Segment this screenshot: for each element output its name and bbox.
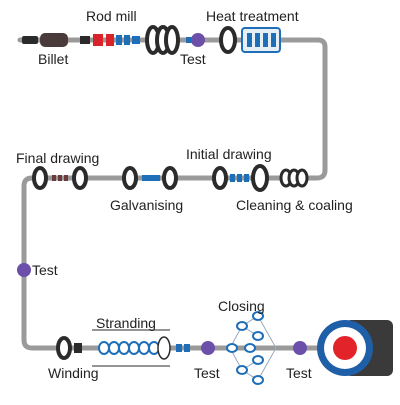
label-heat-treatment: Heat treatment — [206, 8, 299, 24]
label-galvanising: Galvanising — [110, 197, 184, 213]
stranding-icon — [92, 329, 190, 367]
winding-icon — [56, 336, 82, 360]
cleaning-coating-icon — [279, 168, 309, 188]
label-closing: Closing — [218, 298, 265, 314]
billet-shape — [22, 33, 68, 47]
test-node-4 — [293, 341, 307, 355]
label-test-3: Test — [194, 365, 220, 381]
label-test-2: Test — [32, 262, 58, 278]
closing-icon — [226, 311, 277, 385]
label-rod-mill: Rod mill — [86, 8, 137, 24]
label-initial-drawing: Initial drawing — [186, 146, 272, 162]
test-node-3 — [201, 341, 215, 355]
label-stranding: Stranding — [96, 315, 156, 331]
final-drawing-icon — [32, 166, 88, 190]
initial-drawing-icon — [212, 164, 269, 192]
label-test-1: Test — [180, 51, 206, 67]
label-winding: Winding — [48, 365, 99, 381]
label-final-drawing: Final drawing — [16, 150, 100, 166]
label-billet: Billet — [38, 51, 69, 67]
rod-mill-icon — [80, 25, 180, 55]
heat-treatment-icon — [219, 26, 281, 54]
galvanising-icon — [122, 166, 178, 190]
finished-rope-spool-icon — [317, 320, 393, 376]
process-pipe — [17, 37, 328, 351]
label-cleaning-coating: Cleaning & coaling — [236, 197, 353, 213]
test-node-2 — [17, 263, 31, 277]
test-node-1 — [186, 33, 205, 47]
label-test-4: Test — [286, 365, 312, 381]
